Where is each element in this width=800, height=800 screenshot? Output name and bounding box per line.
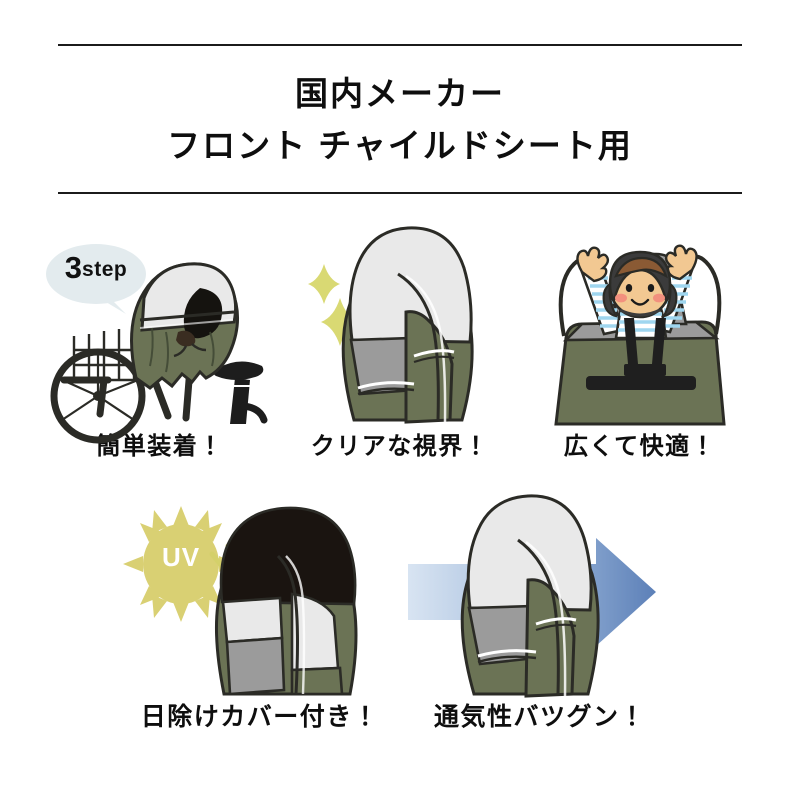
step-bubble-icon [46, 244, 146, 314]
feature-panel-sunshade: UV 日除けカバー付き！ [120, 498, 400, 732]
feature-panel-easy-install: 3step 簡単装着！ [40, 228, 280, 460]
feature-row-1: 3step 簡単装着！ [40, 226, 760, 460]
child-head [602, 250, 678, 319]
bicycle-saddle [213, 361, 268, 424]
child-in-seat-icon [520, 228, 760, 428]
page-title-line-2: フロント チャイルドシート用 [167, 127, 633, 165]
feature-caption-clear-view: クリアな視界！ [310, 433, 490, 460]
uv-sun-icon [123, 506, 239, 622]
header-title-block: 国内メーカー フロント チャイルドシート用 [58, 46, 742, 192]
feature-caption-sunshade: 日除けカバー付き！ [140, 703, 380, 731]
feature-row-2: UV 日除けカバー付き！ [120, 494, 680, 732]
feature-caption-roomy-comfort: 広くて快適！ [563, 433, 717, 460]
feature-panel-roomy-comfort: 広くて快適！ [520, 228, 760, 460]
bicycle-wheel [50, 348, 146, 444]
seat-cover-clear-window-icon [280, 226, 520, 428]
feature-panel-clear-view: クリアな視界！ [280, 226, 520, 460]
header-top-rule [58, 44, 742, 46]
header-bottom-rule [58, 192, 742, 195]
seat-cover-body [341, 226, 474, 424]
seat-cover-sunshade-icon: UV [120, 498, 400, 698]
seat-cover-body [214, 506, 358, 696]
seat-cover-airflow-icon [400, 494, 680, 698]
bicycle-with-child-seat-cover-icon: 3step [40, 228, 280, 444]
page-header: 国内メーカー フロント チャイルドシート用 [58, 44, 742, 195]
feature-caption-breathable: 通気性バツグン！ [433, 703, 646, 731]
seat-cover-body [460, 494, 600, 698]
child-seat-cover [130, 262, 240, 390]
harness-straps [586, 318, 696, 390]
page-title-line-1: 国内メーカー [295, 75, 505, 112]
feature-panel-breathable: 通気性バツグン！ [400, 494, 680, 732]
